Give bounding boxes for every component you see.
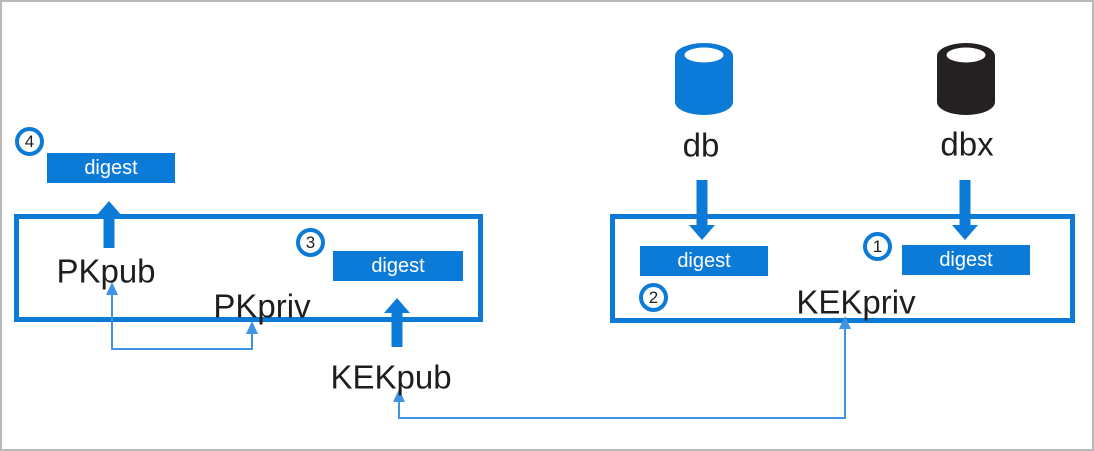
dbx-database-icon [937,43,995,115]
kekpriv-kekpub-connector [393,316,851,419]
step-badge-3: 3 [296,228,325,257]
dbx-label: dbx [940,125,994,163]
digest-box-step1: digest [902,245,1030,275]
db-label: db [682,126,720,164]
digest-box-step3: digest [333,251,463,281]
digest-box-step4: digest [47,153,175,183]
kekpub-label: KEKpub [330,358,452,396]
pkpub-label: PKpub [56,252,156,290]
digest-box-step2: digest [640,246,768,276]
step-badge-1: 1 [863,232,892,261]
step-badge-2: 2 [639,283,668,312]
kekpriv-label: KEKpriv [796,283,916,321]
pkpriv-label: PKpriv [213,287,311,325]
step-badge-4: 4 [15,127,44,156]
db-database-icon [675,43,733,115]
